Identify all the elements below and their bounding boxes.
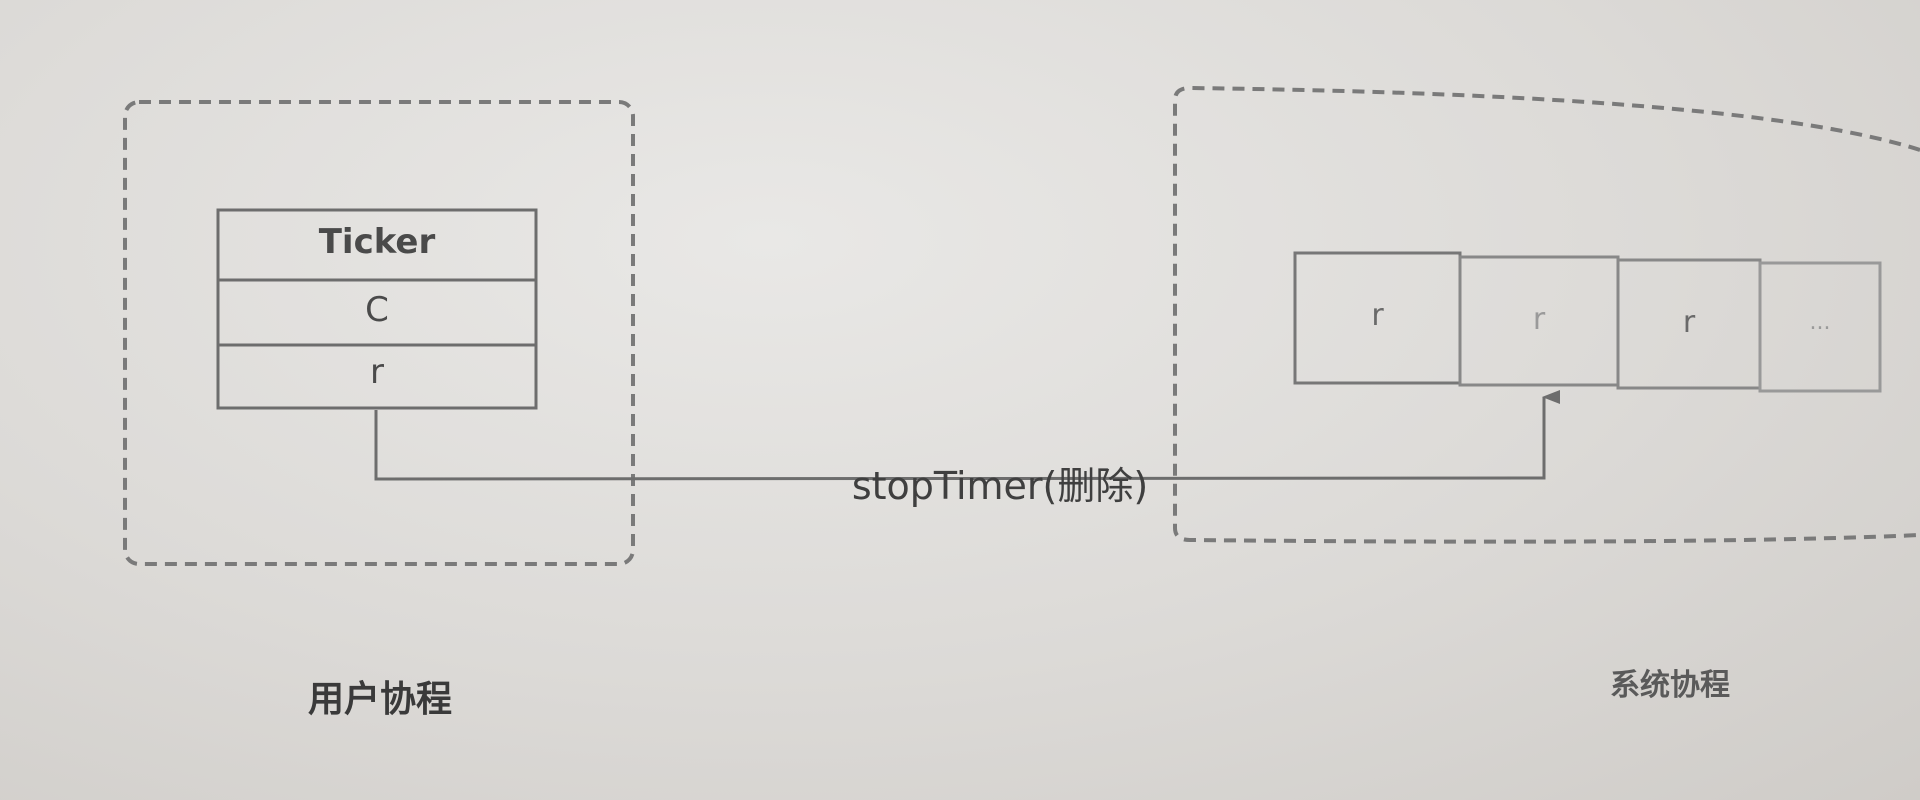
ticker-field-r: r	[370, 352, 384, 392]
user-goroutine-container	[123, 100, 635, 566]
queue-cell-label-4: ...	[1809, 310, 1831, 335]
system-goroutine-caption: 系统协程	[1610, 668, 1730, 703]
stop-timer-connector	[374, 390, 1560, 481]
queue-cell-label-2: r	[1532, 302, 1546, 337]
ticker-r-cell	[216, 343, 538, 410]
system-goroutine-container	[1173, 85, 1920, 544]
user-goroutine-caption: 用户协程	[307, 679, 452, 720]
queue-cell-label-1: r	[1371, 298, 1384, 333]
queue-cell-label-3: r	[1682, 305, 1696, 340]
stop-timer-label: stopTimer(删除)	[851, 464, 1149, 508]
ticker-title: Ticker	[318, 222, 436, 262]
queue-cell-4	[1758, 261, 1882, 393]
timer-queue	[1293, 251, 1882, 393]
ticker-field-c: C	[365, 290, 389, 330]
ticker-struct	[216, 208, 538, 410]
